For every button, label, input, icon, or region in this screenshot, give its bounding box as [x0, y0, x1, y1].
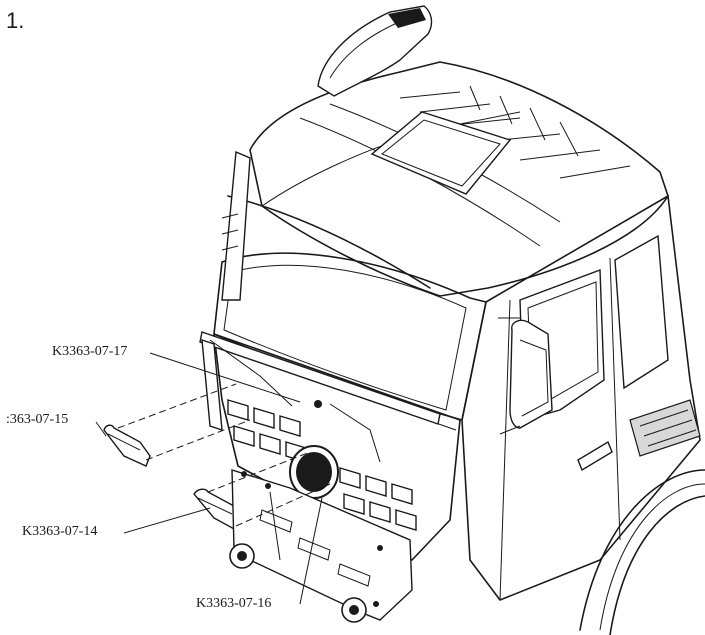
wheel-arch [579, 469, 705, 635]
callout-k3363-07-14: K3363-07-14 [22, 524, 98, 539]
entry-step [629, 399, 701, 457]
callout-k3363-07-16: K3363-07-16 [196, 596, 272, 611]
callout-k3363-07-17: K3363-07-17 [52, 344, 128, 359]
assembly-guide-lines [117, 383, 331, 527]
cab-side [461, 195, 701, 601]
sunroof-hatch [370, 111, 512, 195]
grille-cells [227, 399, 417, 531]
part-k3363-07-17-trim [199, 331, 441, 463]
part-k3363-07-15-bracket [103, 424, 151, 467]
callout-k3363-07-15: :363-07-15 [6, 412, 69, 427]
step-number: 1. [6, 8, 25, 33]
side-mirror [498, 317, 553, 435]
roof-air-deflector [317, 5, 433, 97]
callout-leaders [95, 352, 323, 605]
front-emblem [289, 445, 339, 499]
grille-side-pillar [201, 338, 223, 432]
side-deflector-left [221, 150, 251, 301]
